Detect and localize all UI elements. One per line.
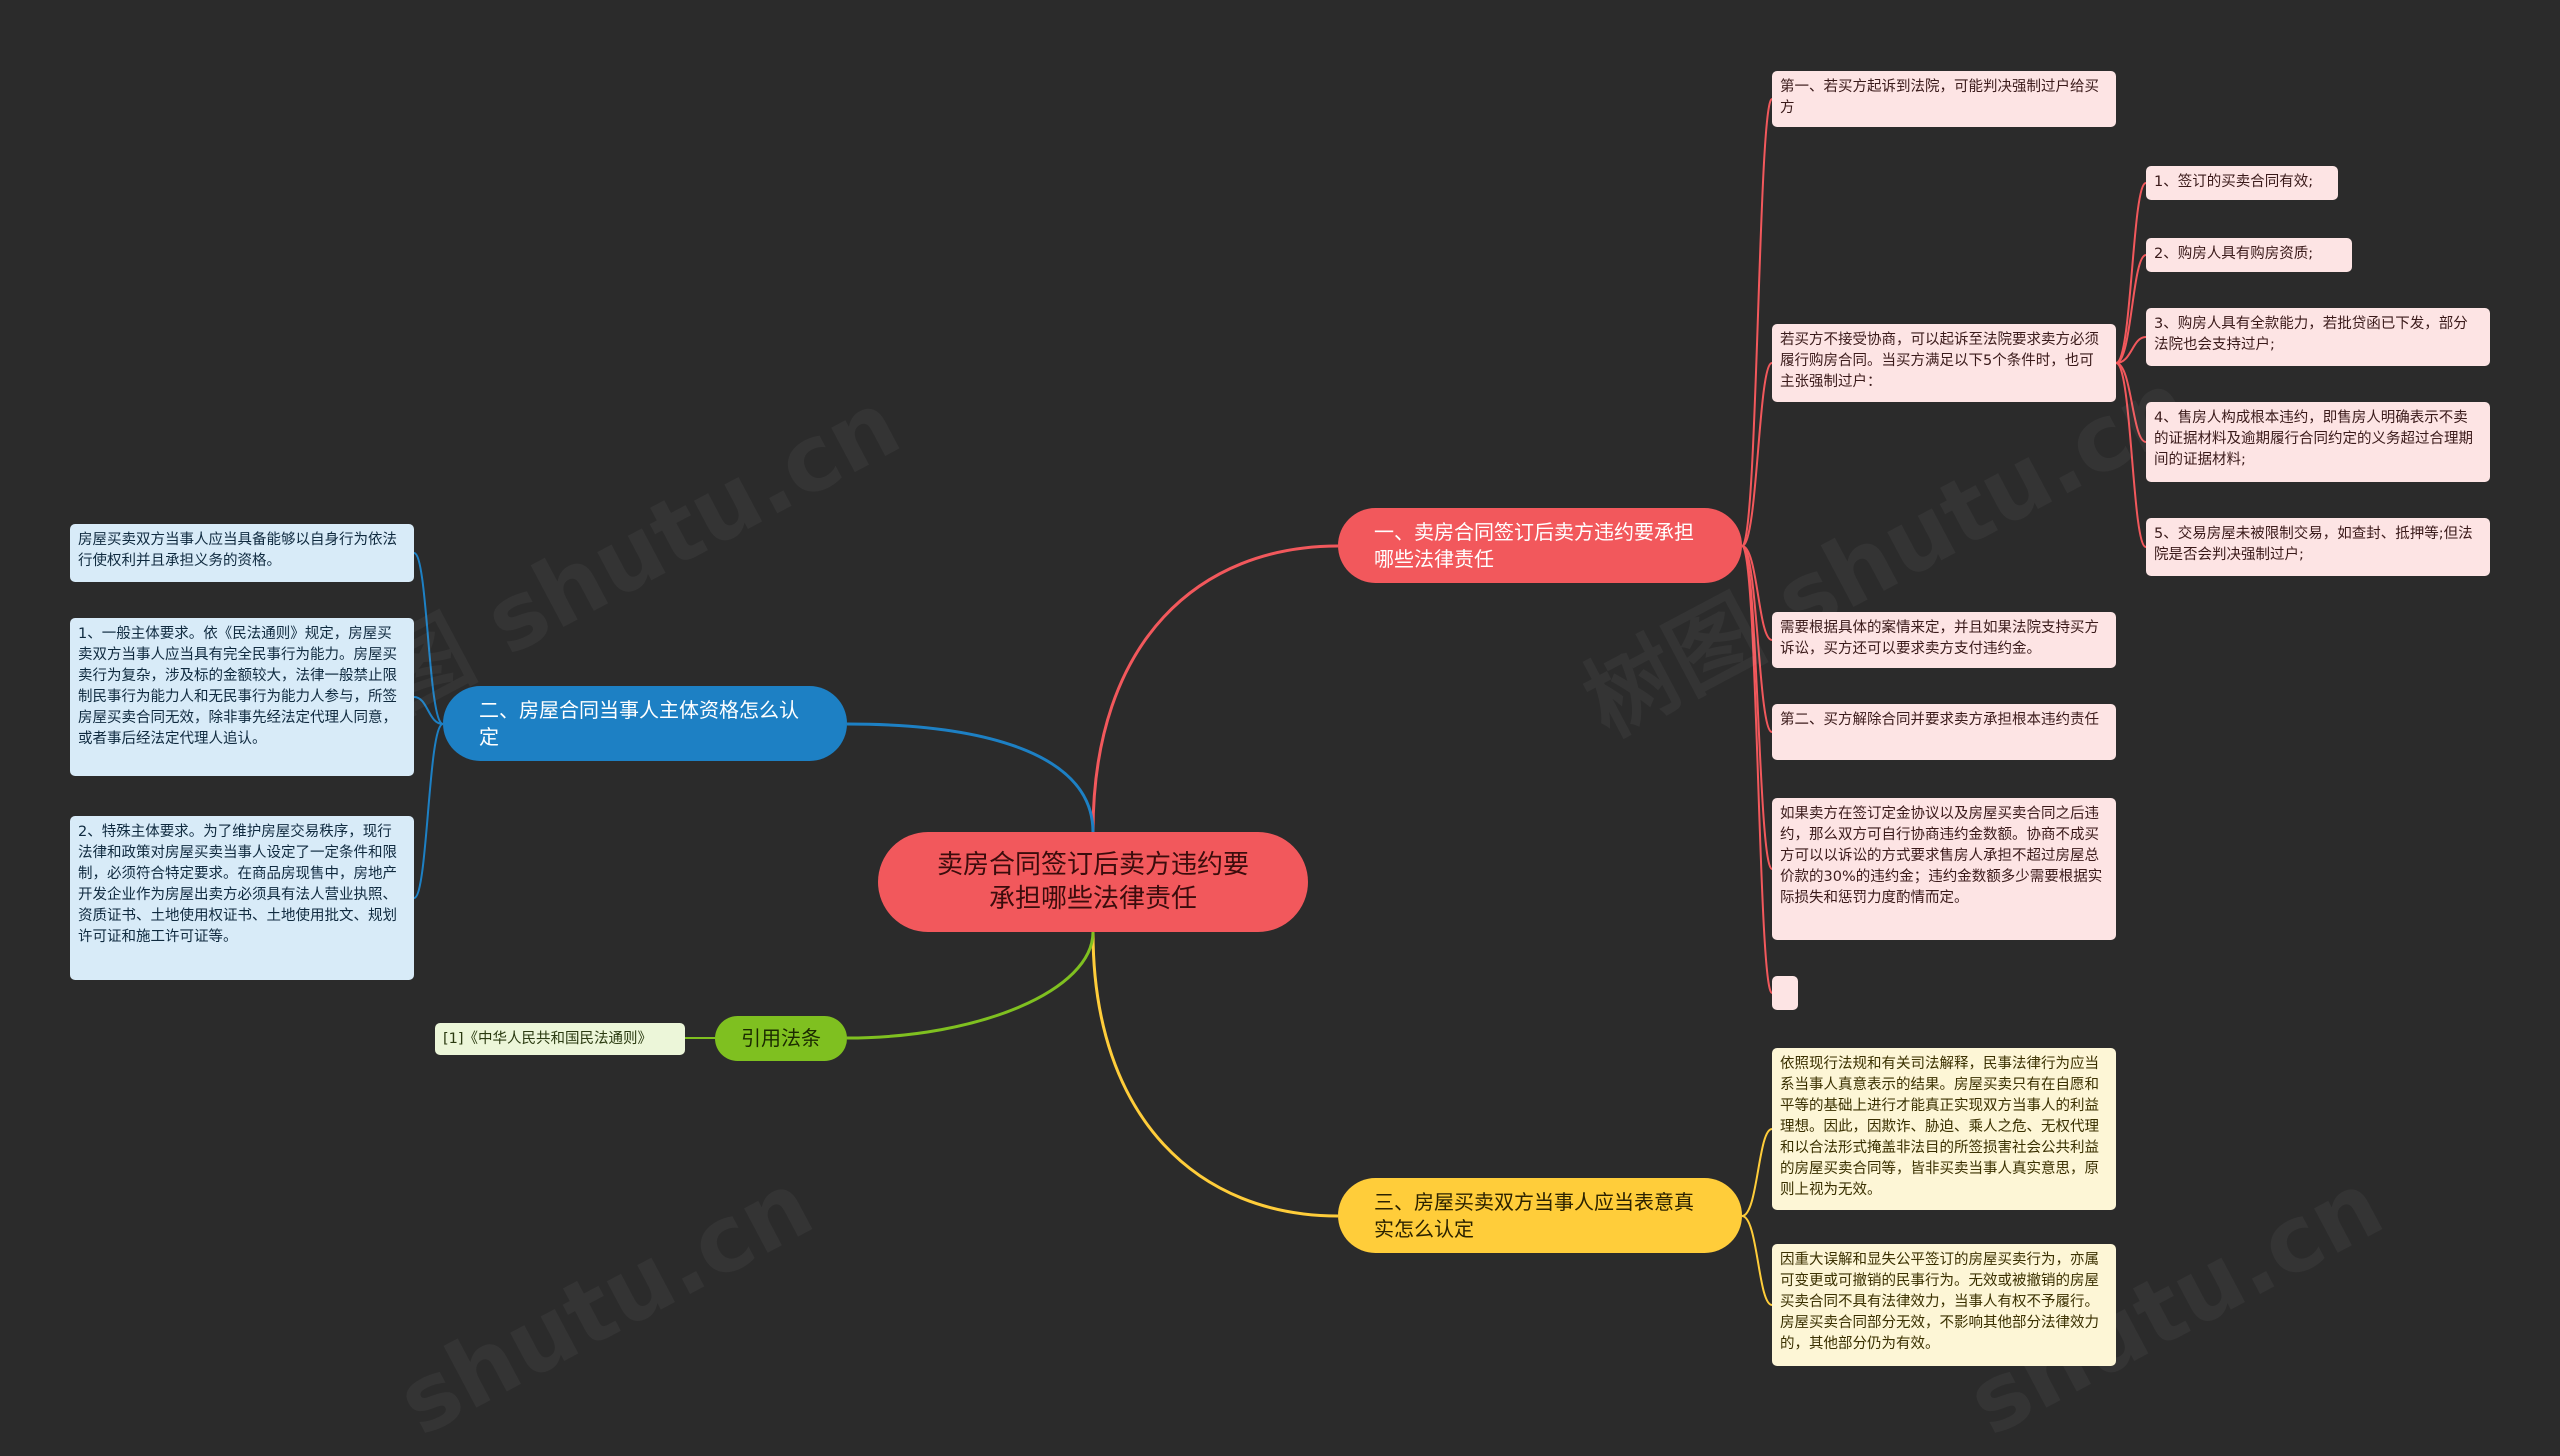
condition-item[interactable]: 3、购房人具有全款能力，若批贷函已下发，部分法院也会支持过户; bbox=[2146, 308, 2490, 366]
branch-label: 二、房屋合同当事人主体资格怎么认定 bbox=[479, 697, 799, 749]
branch-label: 引用法条 bbox=[741, 1026, 821, 1050]
condition-text: 3、购房人具有全款能力，若批贷函已下发，部分法院也会支持过户; bbox=[2154, 316, 2468, 353]
leaf-item[interactable]: [1]《中华人民共和国民法通则》 bbox=[435, 1023, 685, 1055]
branch-label: 三、房屋买卖双方当事人应当表意真实怎么认定 bbox=[1374, 1189, 1694, 1241]
condition-text: 1、签订的买卖合同有效; bbox=[2154, 174, 2314, 190]
condition-text: 2、购房人具有购房资质; bbox=[2154, 246, 2314, 262]
connector-line bbox=[413, 696, 444, 725]
leaf-text: [1]《中华人民共和国民法通则》 bbox=[443, 1031, 653, 1047]
condition-text: 5、交易房屋未被限制交易，如查封、抵押等;但法院是否会判决强制过户; bbox=[2154, 526, 2473, 563]
leaf-text: 若买方不接受协商，可以起诉至法院要求卖方必须履行购房合同。当买方满足以下5个条件… bbox=[1780, 332, 2099, 390]
root-topic-label: 卖房合同签订后卖方违约要承担哪些法律责任 bbox=[936, 850, 1249, 914]
connector-line bbox=[1741, 362, 1773, 547]
connector-line bbox=[846, 722, 1095, 833]
connector-line bbox=[1091, 544, 1339, 833]
leaf-text: 因重大误解和显失公平签订的房屋买卖行为，亦属可变更或可撤销的民事行为。无效或被撤… bbox=[1780, 1252, 2099, 1352]
condition-text: 4、售房人构成根本违约，即售房人明确表示不卖的证据材料及逾期履行合同约定的义务超… bbox=[2154, 410, 2473, 468]
branch-true-intention[interactable]: 三、房屋买卖双方当事人应当表意真实怎么认定 bbox=[1338, 1178, 1742, 1253]
connector-line bbox=[1091, 931, 1339, 1218]
connector-line bbox=[413, 723, 444, 899]
leaf-text: 第二、买方解除合同并要求卖方承担根本违约责任 bbox=[1780, 712, 2099, 728]
connector-line bbox=[2115, 362, 2147, 443]
leaf-item-empty[interactable] bbox=[1772, 976, 1798, 1010]
leaf-item[interactable]: 房屋买卖双方当事人应当具备能够以自身行为依法行使权利并且承担义务的资格。 bbox=[70, 524, 414, 582]
connector-line bbox=[1741, 545, 1773, 733]
leaf-item[interactable]: 1、一般主体要求。依《民法通则》规定，房屋买卖双方当事人应当具有完全民事行为能力… bbox=[70, 618, 414, 776]
connector-line bbox=[1741, 98, 1773, 547]
leaf-text: 如果卖方在签订定金协议以及房屋买卖合同之后违约，那么双方可自行协商违约金数额。协… bbox=[1780, 806, 2103, 906]
leaf-text: 2、特殊主体要求。为了维护房屋交易秩序，现行法律和政策对房屋买卖当事人设定了一定… bbox=[78, 824, 397, 945]
leaf-text: 1、一般主体要求。依《民法通则》规定，房屋买卖双方当事人应当具有完全民事行为能力… bbox=[78, 626, 397, 747]
leaf-text: 第一、若买方起诉到法院，可能判决强制过户给买方 bbox=[1780, 79, 2099, 116]
connector-line bbox=[2115, 336, 2147, 364]
leaf-item[interactable]: 需要根据具体的案情来定，并且如果法院支持买方诉讼，买方还可以要求卖方支付违约金。 bbox=[1772, 612, 2116, 668]
leaf-text: 房屋买卖双方当事人应当具备能够以自身行为依法行使权利并且承担义务的资格。 bbox=[78, 532, 397, 569]
connector-line bbox=[2115, 254, 2147, 364]
root-topic[interactable]: 卖房合同签订后卖方违约要承担哪些法律责任 bbox=[878, 832, 1308, 932]
condition-item[interactable]: 5、交易房屋未被限制交易，如查封、抵押等;但法院是否会判决强制过户; bbox=[2146, 518, 2490, 576]
condition-item[interactable]: 2、购房人具有购房资质; bbox=[2146, 238, 2352, 272]
leaf-item[interactable]: 第二、买方解除合同并要求卖方承担根本违约责任 bbox=[1772, 704, 2116, 760]
connector-line bbox=[2115, 362, 2147, 548]
condition-item[interactable]: 1、签订的买卖合同有效; bbox=[2146, 166, 2338, 200]
leaf-item[interactable]: 因重大误解和显失公平签订的房屋买卖行为，亦属可变更或可撤销的民事行为。无效或被撤… bbox=[1772, 1244, 2116, 1366]
branch-label: 一、卖房合同签订后卖方违约要承担哪些法律责任 bbox=[1374, 519, 1694, 571]
connector-line bbox=[2115, 182, 2147, 364]
connector-line bbox=[846, 931, 1095, 1040]
leaf-item[interactable]: 依照现行法规和有关司法解释，民事法律行为应当系当事人真意表示的结果。房屋买卖只有… bbox=[1772, 1048, 2116, 1210]
branch-cited-laws[interactable]: 引用法条 bbox=[715, 1016, 847, 1061]
connector-line bbox=[1741, 1215, 1773, 1306]
connector-line bbox=[1741, 545, 1773, 641]
leaf-item[interactable]: 第一、若买方起诉到法院，可能判决强制过户给买方 bbox=[1772, 71, 2116, 127]
leaf-text: 依照现行法规和有关司法解释，民事法律行为应当系当事人真意表示的结果。房屋买卖只有… bbox=[1780, 1056, 2099, 1198]
leaf-text: 需要根据具体的案情来定，并且如果法院支持买方诉讼，买方还可以要求卖方支付违约金。 bbox=[1780, 620, 2099, 657]
branch-seller-breach-liability[interactable]: 一、卖房合同签订后卖方违约要承担哪些法律责任 bbox=[1338, 508, 1742, 583]
connector-line bbox=[1741, 1128, 1773, 1217]
connector-line bbox=[1741, 545, 1773, 994]
condition-item[interactable]: 4、售房人构成根本违约，即售房人明确表示不卖的证据材料及逾期履行合同约定的义务超… bbox=[2146, 402, 2490, 482]
leaf-item[interactable]: 2、特殊主体要求。为了维护房屋交易秩序，现行法律和政策对房屋买卖当事人设定了一定… bbox=[70, 816, 414, 980]
leaf-item[interactable]: 若买方不接受协商，可以起诉至法院要求卖方必须履行购房合同。当买方满足以下5个条件… bbox=[1772, 324, 2116, 402]
connector-line bbox=[413, 552, 444, 725]
leaf-item[interactable]: 如果卖方在签订定金协议以及房屋买卖合同之后违约，那么双方可自行协商违约金数额。协… bbox=[1772, 798, 2116, 940]
branch-party-qualification[interactable]: 二、房屋合同当事人主体资格怎么认定 bbox=[443, 686, 847, 761]
